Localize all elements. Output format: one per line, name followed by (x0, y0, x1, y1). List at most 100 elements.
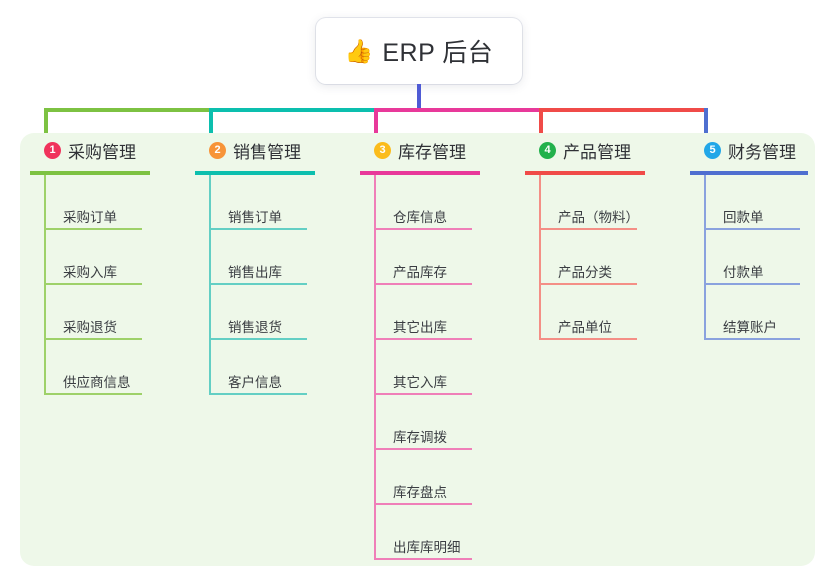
branch-item-underline (374, 283, 472, 285)
branch-drop-connector-1 (44, 108, 48, 139)
branch-number-badge: 5 (704, 141, 721, 159)
branch-item-underline (374, 448, 472, 450)
branch-item-label: 客户信息 (228, 375, 282, 390)
branch-item[interactable]: 销售退货 (209, 285, 315, 340)
branch-item-label: 其它出库 (393, 320, 447, 335)
branch-item[interactable]: 销售出库 (209, 230, 315, 285)
branches-panel: 1 采购管理采购订单采购入库采购退货供应商信息 2 销售管理销售订单销售出库销售退货客… (20, 133, 815, 566)
branch-column-4: 4 产品管理产品（物料） 产品分类产品单位 (525, 133, 645, 340)
branch-title: 产品管理 (563, 142, 631, 162)
branch-item[interactable]: 仓库信息 (374, 175, 480, 230)
branch-item-underline (44, 393, 142, 395)
branch-spine (539, 175, 541, 340)
branch-item-label: 付款单 (723, 265, 764, 280)
branch-number-badge: 3 (374, 141, 391, 159)
branch-item-label: 其它入库 (393, 375, 447, 390)
branch-item[interactable]: 产品（物料） (539, 175, 645, 230)
branch-item[interactable]: 产品分类 (539, 230, 645, 285)
branch-item-underline (44, 283, 142, 285)
branch-item-underline (374, 503, 472, 505)
branch-item[interactable]: 库存调拨 (374, 395, 480, 450)
branch-drop-connector-4 (539, 108, 543, 139)
branch-spine (704, 175, 706, 340)
thumbs-up-icon: 👍 (344, 37, 374, 64)
branch-column-5: 5 财务管理回款单付款单结算账户 (690, 133, 808, 340)
branch-item[interactable]: 出库库明细 (374, 505, 480, 560)
branch-item-underline (374, 393, 472, 395)
branch-item-label: 采购入库 (63, 265, 117, 280)
branch-header-3[interactable]: 3 库存管理 (360, 133, 480, 167)
branch-rule (30, 171, 150, 175)
branch-title: 财务管理 (728, 142, 796, 162)
branch-column-1: 1 采购管理采购订单采购入库采购退货供应商信息 (30, 133, 150, 395)
branch-number-badge: 4 (539, 141, 556, 159)
branch-item-underline (704, 338, 800, 340)
branch-item[interactable]: 库存盘点 (374, 450, 480, 505)
branch-drop-connector-5 (704, 108, 708, 139)
branch-item-underline (374, 228, 472, 230)
branch-header-1[interactable]: 1 采购管理 (30, 133, 150, 167)
branch-item[interactable]: 采购订单 (44, 175, 150, 230)
branch-item-label: 产品分类 (558, 265, 612, 280)
branch-rule (690, 171, 808, 175)
branch-item[interactable]: 供应商信息 (44, 340, 150, 395)
branch-item[interactable]: 其它出库 (374, 285, 480, 340)
branch-item-label: 结算账户 (723, 320, 777, 335)
branch-item-underline (539, 338, 637, 340)
branch-item-label: 采购退货 (63, 320, 117, 335)
branch-item-label: 采购订单 (63, 210, 117, 225)
branch-item-label: 销售出库 (228, 265, 282, 280)
branch-title: 销售管理 (233, 142, 301, 162)
root-node-title: ERP 后台 (382, 39, 494, 67)
branch-item[interactable]: 产品单位 (539, 285, 645, 340)
branch-item[interactable]: 其它入库 (374, 340, 480, 395)
branch-item-list: 产品（物料） 产品分类产品单位 (525, 175, 645, 340)
bus-segment-1 (44, 108, 213, 112)
bus-segment-2 (209, 108, 378, 112)
branch-item[interactable]: 产品库存 (374, 230, 480, 285)
branch-item[interactable]: 付款单 (704, 230, 808, 285)
branch-rule (195, 171, 315, 175)
branch-number-badge: 2 (209, 141, 226, 159)
branch-title: 库存管理 (398, 142, 466, 162)
branch-item-underline (44, 228, 142, 230)
branch-item-underline (374, 558, 472, 560)
branch-item-label: 产品单位 (558, 320, 612, 335)
branch-item-label: 库存盘点 (393, 485, 447, 500)
branch-item[interactable]: 销售订单 (209, 175, 315, 230)
branch-drop-connector-2 (209, 108, 213, 139)
branch-item-underline (209, 228, 307, 230)
branch-item-list: 销售订单销售出库销售退货客户信息 (195, 175, 315, 395)
branch-number-badge: 1 (44, 141, 61, 159)
branch-drop-connector-3 (374, 108, 378, 139)
branch-spine (209, 175, 211, 395)
branch-title: 采购管理 (68, 142, 136, 162)
bus-segment-3 (374, 108, 543, 112)
trunk-connector (417, 84, 421, 112)
branch-item-label: 产品（物料） (558, 210, 639, 225)
branch-item-underline (704, 283, 800, 285)
branch-header-5[interactable]: 5 财务管理 (690, 133, 808, 167)
branch-spine (44, 175, 46, 395)
branch-item[interactable]: 结算账户 (704, 285, 808, 340)
branch-item-list: 采购订单采购入库采购退货供应商信息 (30, 175, 150, 395)
branch-item-underline (539, 228, 637, 230)
branch-item-label: 回款单 (723, 210, 764, 225)
branch-item-label: 产品库存 (393, 265, 447, 280)
branch-rule (360, 171, 480, 175)
branch-item-label: 出库库明细 (393, 540, 461, 555)
branch-item-underline (704, 228, 800, 230)
branch-item-underline (539, 283, 637, 285)
branch-header-4[interactable]: 4 产品管理 (525, 133, 645, 167)
root-node-card[interactable]: 👍 ERP 后台 (316, 18, 522, 84)
branch-header-2[interactable]: 2 销售管理 (195, 133, 315, 167)
branch-item[interactable]: 回款单 (704, 175, 808, 230)
branch-rule (525, 171, 645, 175)
branch-item[interactable]: 客户信息 (209, 340, 315, 395)
branch-item-label: 库存调拨 (393, 430, 447, 445)
branch-item-underline (209, 338, 307, 340)
branch-item[interactable]: 采购入库 (44, 230, 150, 285)
branch-item[interactable]: 采购退货 (44, 285, 150, 340)
branch-spine (374, 175, 376, 560)
